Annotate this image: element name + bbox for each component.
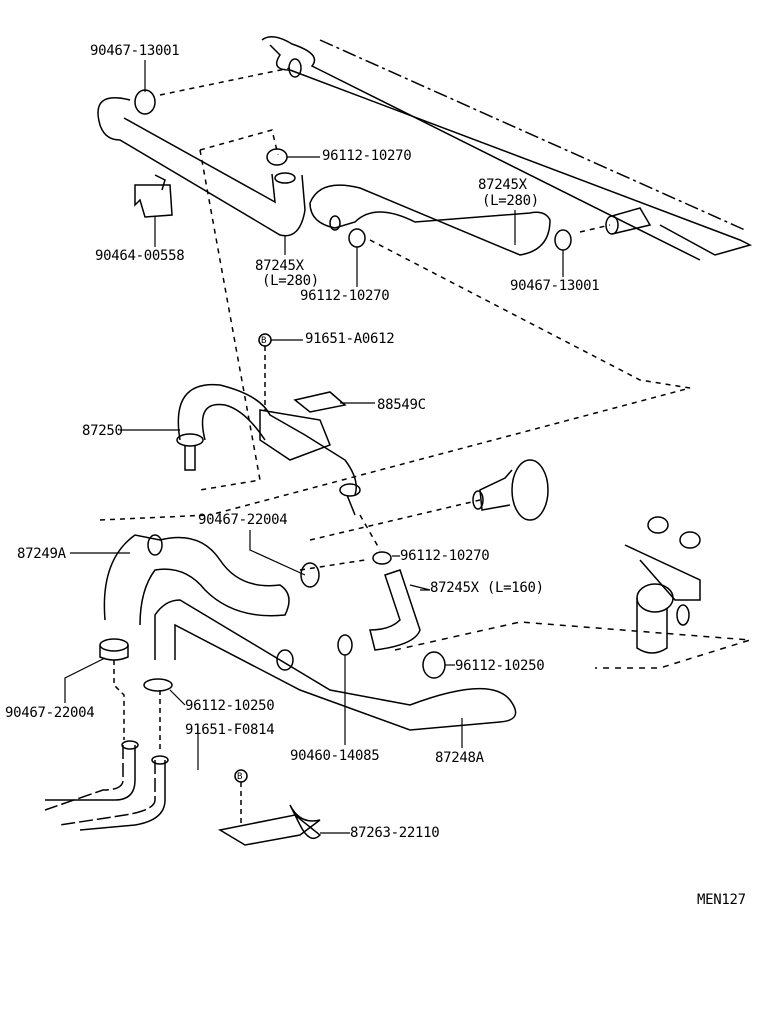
- label-91651-a0612[interactable]: 91651-A0612: [305, 331, 395, 347]
- plate-88549c: [293, 391, 347, 413]
- heater-pipe-top: [261, 36, 753, 261]
- hose-87245x-upper-left: [97, 97, 306, 237]
- actuator: [472, 459, 549, 521]
- label-91651-f0814[interactable]: 91651-F0814: [185, 722, 275, 738]
- hose-87248a: [154, 599, 517, 731]
- label-90460-14085[interactable]: 90460-14085: [290, 748, 380, 764]
- label-88549c[interactable]: 88549C: [377, 397, 426, 413]
- label-length-mid: (L=280): [262, 273, 319, 289]
- label-87249a[interactable]: 87249A: [17, 546, 66, 562]
- hose-87249a: [103, 534, 290, 626]
- label-96112-10250-right[interactable]: 96112-10250: [455, 658, 545, 674]
- diagram-id: MEN127: [697, 892, 746, 908]
- water-valve: [624, 516, 701, 654]
- hose-87245x-160: [369, 569, 421, 651]
- label-90467-22004-top[interactable]: 90467-22004: [198, 512, 288, 528]
- label-87263-22110[interactable]: 87263-22110: [350, 825, 440, 841]
- label-96112-10270-mid[interactable]: 96112-10270: [300, 288, 390, 304]
- bracket-87263: [217, 804, 322, 846]
- label-96112-10270-low[interactable]: 96112-10270: [400, 548, 490, 564]
- label-90467-22004-low[interactable]: 90467-22004: [5, 705, 95, 721]
- label-90464-00558[interactable]: 90464-00558: [95, 248, 185, 264]
- label-87250[interactable]: 87250: [82, 423, 123, 439]
- label-length-right: (L=280): [482, 193, 539, 209]
- hose-87245x-upper-right: [309, 184, 551, 256]
- clip-90464: [134, 174, 173, 218]
- bolt-b-mark-upper: B: [261, 336, 267, 346]
- label-96112-10270-top[interactable]: 96112-10270: [322, 148, 412, 164]
- valve-87250: [176, 383, 361, 516]
- label-90467-13001-right[interactable]: 90467-13001: [510, 278, 600, 294]
- label-87248a[interactable]: 87248A: [435, 750, 484, 766]
- label-87245x-160[interactable]: 87245X (L=160): [430, 580, 544, 596]
- heater-core-pipes: [44, 740, 169, 831]
- label-96112-10250-left[interactable]: 96112-10250: [185, 698, 275, 714]
- bolt-b-mark-lower: B: [237, 772, 243, 782]
- label-90467-13001-top[interactable]: 90467-13001: [90, 43, 180, 59]
- label-87245x-mid[interactable]: 87245X: [255, 258, 304, 274]
- label-87245x-right[interactable]: 87245X: [478, 177, 527, 193]
- leader-lines: [64, 60, 564, 834]
